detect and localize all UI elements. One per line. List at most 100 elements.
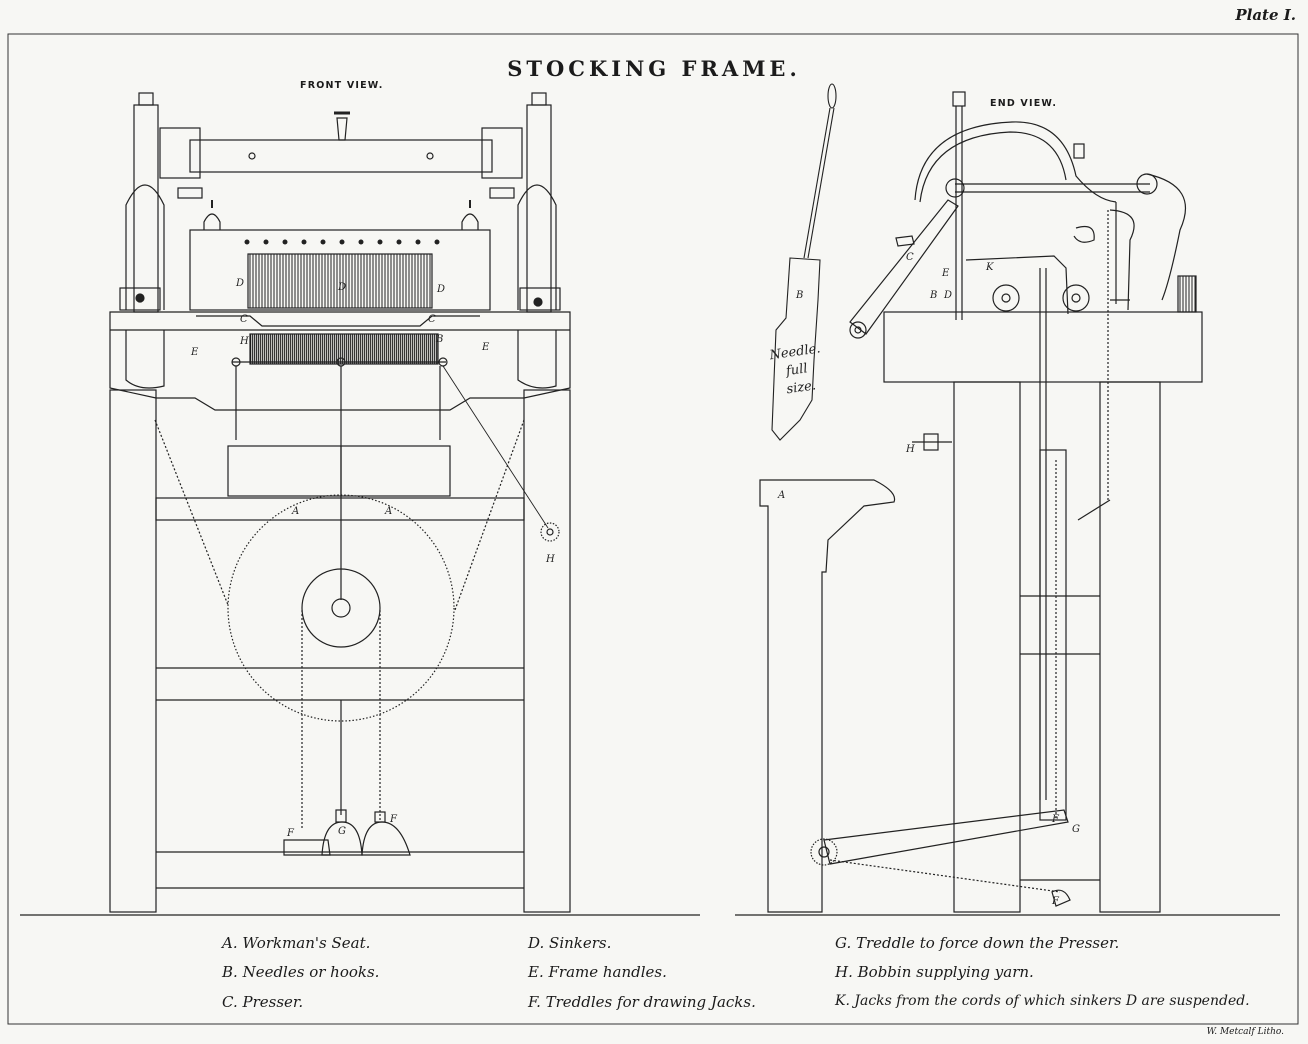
front-letter-d-left: D [235, 278, 244, 289]
legend-key: H. [835, 963, 853, 981]
front-letter-d-right: D [436, 284, 445, 295]
treddle-left [283, 839, 331, 856]
end-handle-arm [849, 199, 959, 335]
front-hub-wheel [301, 568, 381, 648]
front-view-part-letters: D D D C C H B E E A A H F G F [190, 278, 555, 839]
end-letter-f-upper: F [1051, 814, 1060, 825]
plate-title: STOCKING FRAME. [0, 56, 1308, 81]
needle-caption-line2: full [784, 361, 808, 379]
front-letter-h-left: H [239, 336, 249, 347]
end-upper-arch [914, 121, 1117, 203]
front-letter-d-center: D [337, 282, 346, 293]
front-letter-g: G [338, 826, 346, 837]
front-letter-a-right: A [384, 506, 392, 517]
front-right-post [526, 104, 552, 313]
end-treddle-pivot [810, 838, 838, 866]
front-bobbin [540, 522, 560, 542]
legend-text: Presser. [242, 993, 304, 1011]
needle-letter-b: B [795, 290, 803, 301]
front-view-label: FRONT VIEW. [300, 80, 384, 91]
front-right-leg [523, 389, 571, 913]
end-back-leg [1099, 381, 1161, 913]
lithographer-credit: W. Metcalf Litho. [1206, 1027, 1284, 1037]
end-letter-e: E [941, 268, 950, 279]
end-letter-b: B [929, 290, 937, 301]
end-front-leg [953, 381, 1021, 913]
needle-caption: Needle. full size. [768, 341, 822, 397]
front-view-drawing [109, 92, 571, 913]
legend-item-f: F. Treddles for drawing Jacks. [528, 993, 756, 1011]
front-inner-frame [189, 229, 491, 311]
end-vertical-slider [1039, 449, 1067, 821]
legend-text: Frame handles. [548, 963, 667, 981]
front-letter-c-left: C [240, 314, 248, 325]
treddle-right [361, 821, 411, 856]
end-view-drawing [759, 91, 1203, 913]
legend-key: D. [528, 934, 545, 952]
end-letter-a: A [777, 490, 785, 501]
front-left-leg [109, 389, 157, 913]
front-letter-f-right: F [389, 814, 398, 825]
legend-item-e: E. Frame handles. [528, 963, 667, 981]
sinkers-block [247, 253, 433, 309]
end-letter-d: D [943, 290, 952, 301]
legend-text: Bobbin supplying yarn. [857, 963, 1034, 981]
end-gear-right [1062, 284, 1090, 312]
front-letter-f-left: F [286, 828, 295, 839]
presser-bar [196, 315, 480, 327]
front-letter-h-bobbin: H [545, 554, 555, 565]
legend-key: B. [222, 963, 238, 981]
legend-text: Treddles for drawing Jacks. [545, 993, 756, 1011]
end-letter-h: H [905, 444, 915, 455]
needle-caption-line3: size. [786, 378, 817, 397]
legend-item-k: K. Jacks from the cords of which sinkers… [835, 993, 1250, 1009]
front-letter-b: B [435, 334, 443, 345]
end-letter-k: K [985, 262, 994, 273]
front-left-post [133, 104, 159, 313]
needle-drawing [771, 83, 837, 441]
legend-text: Treddle to force down the Presser. [856, 934, 1120, 952]
front-letter-e-right: E [481, 342, 490, 353]
legend-key: G. [835, 934, 852, 952]
front-right-pillar [517, 184, 557, 310]
front-letter-a-left: A [291, 506, 299, 517]
front-letter-e-left: E [190, 347, 199, 358]
plate-number: Plate I. [1235, 6, 1296, 24]
legend-text: Needles or hooks. [242, 963, 380, 981]
legend-item-b: B. Needles or hooks. [222, 963, 379, 981]
legend-item-c: C. Presser. [222, 993, 303, 1011]
end-letter-g: G [1072, 824, 1080, 835]
sinker-bar-bolts [244, 239, 440, 245]
front-left-pillar [125, 184, 165, 310]
legend-key: A. [222, 934, 238, 952]
plate-title-text: STOCKING FRAME. [507, 56, 801, 81]
legend-key: E. [528, 963, 544, 981]
legend-key: K. [835, 993, 850, 1009]
end-view-part-letters: A H K C E B D F G F [777, 252, 1080, 907]
legend-text: Sinkers. [549, 934, 612, 952]
end-table [883, 311, 1203, 383]
workmans-seat [759, 479, 896, 913]
front-table [109, 311, 571, 411]
end-letter-f-lower: F [1051, 896, 1060, 907]
legend-item-g: G. Treddle to force down the Presser. [835, 934, 1119, 952]
needle-caption-line1: Needle. [768, 341, 822, 363]
front-flywheel [227, 494, 455, 722]
end-letter-c: C [906, 252, 914, 263]
end-gear-left [992, 284, 1020, 312]
needle-plate [771, 257, 821, 441]
front-letter-c-right: C [428, 314, 436, 325]
legend-item-h: H. Bobbin supplying yarn. [835, 963, 1034, 981]
legend-item-a: A. Workman's Seat. [222, 934, 370, 952]
legend-item-d: D. Sinkers. [528, 934, 611, 952]
front-top-beam [189, 139, 493, 173]
end-view-label: END VIEW. [990, 98, 1058, 109]
legend-text: Jacks from the cords of which sinkers D … [854, 993, 1250, 1009]
plate-border [7, 33, 1299, 1025]
front-upper-crossbar [155, 497, 525, 521]
legend-key: F. [528, 993, 541, 1011]
legend-text: Workman's Seat. [242, 934, 371, 952]
end-treddle [823, 809, 1069, 865]
